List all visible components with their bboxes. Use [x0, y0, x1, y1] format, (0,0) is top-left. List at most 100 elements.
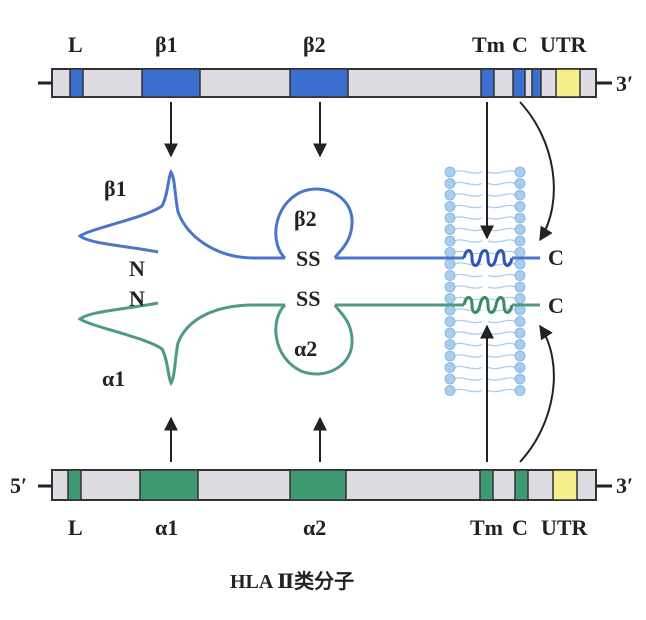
alpha-gene-label-c: C [512, 515, 528, 540]
lipid-tail [454, 193, 483, 197]
alpha-exon-alpha2 [289, 469, 347, 501]
lipid-head [444, 327, 456, 339]
beta-gene-3prime: 3′ [616, 71, 633, 96]
arrow-beta-c-curve [519, 101, 555, 242]
beta-chain-beta1-domain [77, 169, 285, 260]
alpha-chain-tm-helix [462, 296, 514, 314]
lipid-tail [487, 239, 516, 243]
lipid-head [444, 270, 456, 281]
alpha-gene-label-l: L [68, 515, 83, 540]
lipid-tail [487, 354, 516, 358]
alpha-gene-3prime: 3′ [616, 473, 633, 498]
lipid-head [444, 201, 456, 212]
lipid-tail [454, 354, 483, 358]
alpha-exon-alpha1 [139, 469, 199, 501]
alpha2-domain-label: α2 [294, 336, 317, 361]
lipid-head [444, 258, 456, 270]
lipid-tail [487, 365, 516, 370]
lipid-tail [454, 204, 483, 209]
lipid-tail [454, 239, 483, 243]
lipid-tail [454, 170, 483, 174]
lipid-head [444, 247, 456, 258]
lipid-tail [487, 319, 516, 324]
beta-exon-tm [480, 68, 495, 98]
beta-exon-c [512, 68, 526, 98]
lipid-head [514, 166, 526, 178]
alpha-n-terminus-label: N [129, 286, 145, 311]
lipid-head [444, 178, 456, 189]
lipid-head [444, 189, 456, 201]
lipid-tail [454, 388, 483, 393]
alpha-gene-label-tm: Tm [470, 515, 503, 540]
alpha-exon-c [514, 469, 529, 501]
alpha-utr [552, 469, 578, 501]
lipid-head [514, 373, 526, 385]
beta-chain-tm-helix [462, 249, 514, 267]
cell-membrane [444, 166, 526, 396]
lipid-head [444, 339, 456, 350]
lipid-head [444, 166, 456, 178]
lipid-head [514, 339, 526, 350]
alpha-chain-alpha2-loop [274, 303, 354, 376]
lipid-head [514, 212, 526, 224]
lipid-tail [454, 262, 483, 266]
alpha-gene-label-alpha1: α1 [155, 515, 178, 540]
alpha1-domain-label: α1 [102, 366, 125, 391]
lipid-head [514, 362, 526, 373]
beta-exon-beta2 [289, 68, 349, 98]
beta-utr [555, 68, 581, 98]
alpha-chain-alpha1-domain [77, 301, 285, 386]
lipid-head [444, 212, 456, 224]
beta-gene-label-l: L [68, 32, 83, 57]
lipid-head [444, 373, 456, 385]
alpha-c-terminus-label: C [548, 293, 564, 318]
beta-gene-label-utr: UTR [540, 32, 588, 57]
beta-disulfide-label: SS [296, 246, 320, 271]
lipid-head [514, 178, 526, 189]
lipid-head [444, 385, 456, 396]
lipid-head [514, 258, 526, 270]
lipid-head [514, 385, 526, 396]
lipid-tail [454, 227, 483, 232]
lipid-head [444, 224, 456, 235]
lipid-head [514, 327, 526, 339]
alpha-gene-label-utr: UTR [541, 515, 589, 540]
lipid-tail [487, 388, 516, 393]
beta-gene-label-tm: Tm [472, 32, 505, 57]
alpha-gene-label-alpha2: α2 [303, 515, 326, 540]
lipid-tail [454, 285, 483, 289]
beta-gene-label-beta1: β1 [155, 32, 178, 57]
lipid-head [444, 362, 456, 373]
lipid-tail [487, 342, 516, 347]
beta-n-terminus-label: N [129, 256, 145, 281]
lipid-head [444, 235, 456, 247]
alpha-gene [38, 469, 612, 501]
lipid-head [514, 235, 526, 247]
lipid-tail [487, 227, 516, 232]
lipid-tail [487, 216, 516, 220]
lipid-head [514, 270, 526, 281]
lipid-head [514, 201, 526, 212]
lipid-head [444, 293, 456, 304]
lipid-head [514, 224, 526, 235]
beta-exon-l [69, 68, 84, 98]
lipid-tail [487, 193, 516, 197]
lipid-head [514, 293, 526, 304]
figure-caption: HLA Ⅱ类分子 [230, 570, 354, 593]
lipid-head [444, 281, 456, 293]
lipid-tail [487, 181, 516, 186]
lipid-tail [487, 331, 516, 335]
alpha-gene-5prime: 5′ [10, 473, 27, 498]
lipid-head [514, 247, 526, 258]
lipid-tail [487, 170, 516, 174]
lipid-head [514, 316, 526, 327]
lipid-head [514, 189, 526, 201]
arrow-alpha-c-curve [519, 324, 555, 463]
alpha-exon-l [67, 469, 82, 501]
alpha-disulfide-label: SS [296, 286, 320, 311]
lipid-tail [454, 216, 483, 220]
beta-exon-beta1 [141, 68, 201, 98]
beta2-domain-label: β2 [294, 206, 317, 231]
lipid-tail [454, 331, 483, 335]
